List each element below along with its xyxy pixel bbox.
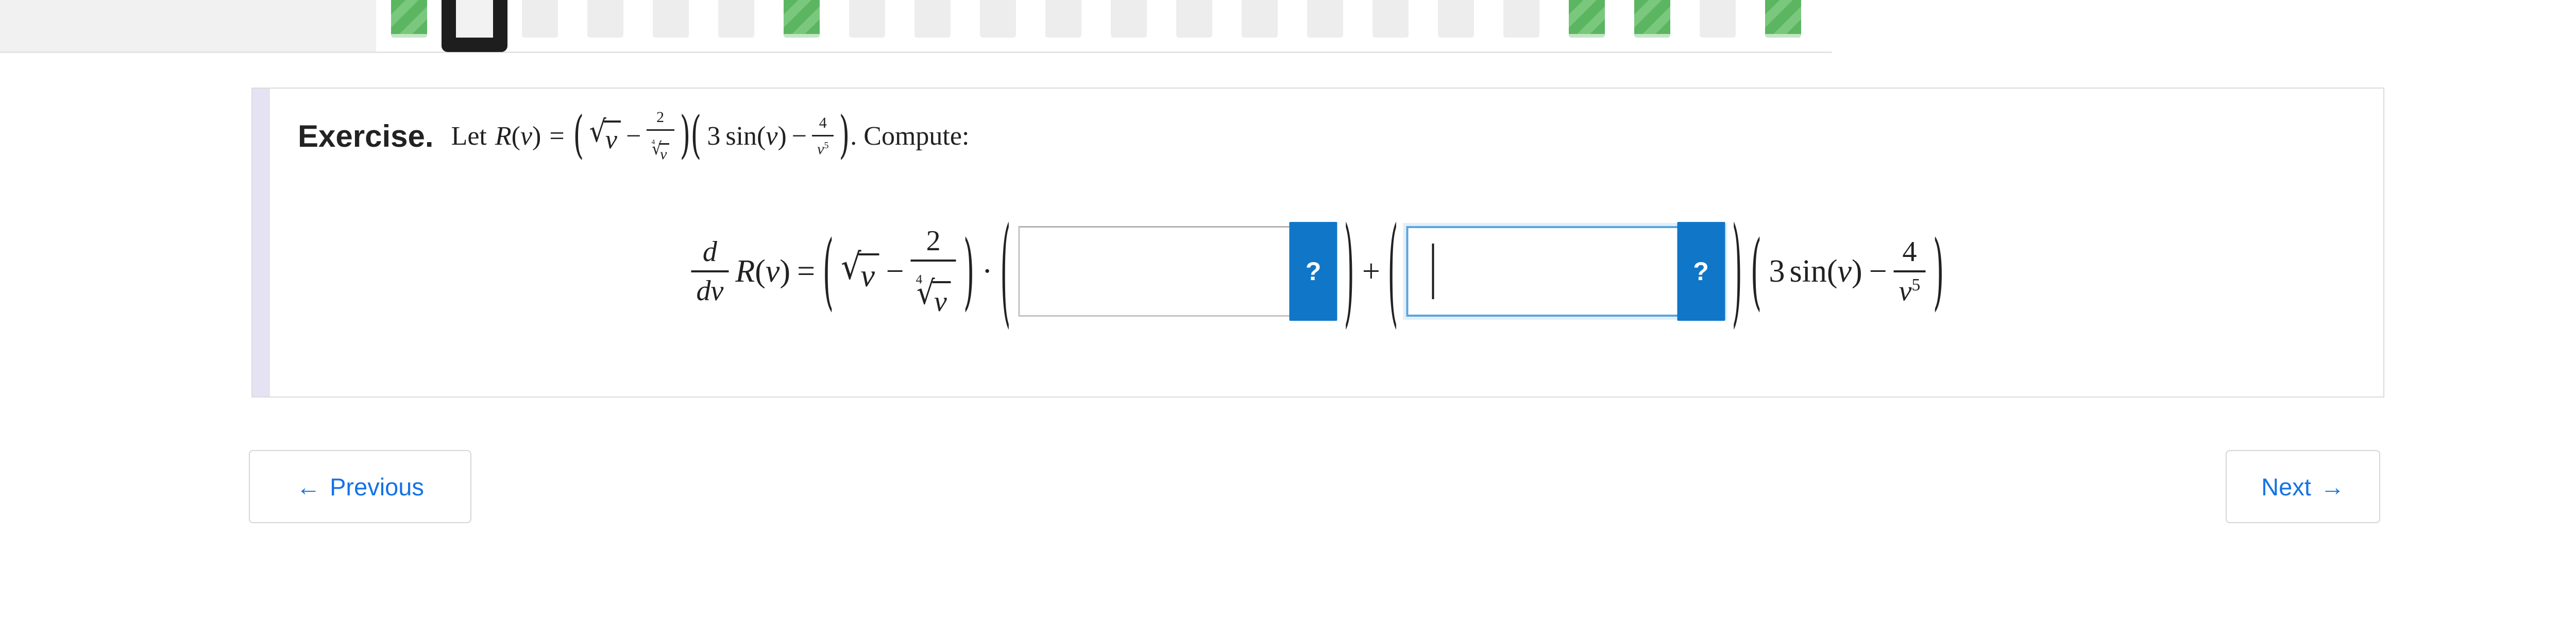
exercise-label: Exercise. (298, 118, 434, 153)
open-paren: ( (1388, 201, 1398, 340)
open-paren: ( (822, 221, 834, 320)
progress-square-todo[interactable] (914, 0, 951, 38)
progress-square-current[interactable] (442, 0, 507, 52)
plus-sign: + (1362, 253, 1380, 289)
progress-bar (0, 0, 1832, 53)
open-paren: ( (1000, 201, 1011, 340)
exercise-card: Exercise. Let R(v) = ( √v − 2 4√v ) ( 3 … (251, 88, 2384, 398)
answer-field-1[interactable] (1018, 226, 1336, 317)
progress-square-done[interactable] (1765, 0, 1801, 38)
arrow-right-icon: → (2320, 473, 2345, 501)
progress-square-done[interactable] (391, 0, 427, 38)
close-paren: ) (1732, 201, 1742, 340)
progress-square-todo[interactable] (522, 0, 558, 38)
open-paren: ( (691, 106, 702, 165)
text-cursor (1432, 244, 1434, 299)
progress-square-todo[interactable] (1307, 0, 1343, 38)
progress-square-todo[interactable] (1438, 0, 1474, 38)
answer-input-1: ? (1018, 222, 1337, 321)
progress-square-done[interactable] (784, 0, 820, 38)
progress-square-todo[interactable] (1111, 0, 1147, 38)
exercise-statement: Exercise. Let R(v) = ( √v − 2 4√v ) ( 3 … (298, 106, 970, 165)
d-over-dv: d dv (691, 237, 729, 305)
help-button-2[interactable]: ? (1677, 222, 1725, 321)
progress-square-done[interactable] (1634, 0, 1670, 38)
progress-square-todo[interactable] (1700, 0, 1736, 38)
previous-button-label: Previous (330, 473, 424, 501)
progress-square-todo[interactable] (1372, 0, 1409, 38)
close-paren: ) (680, 106, 690, 165)
answer-field-2[interactable] (1406, 226, 1724, 317)
multiplication-dot: · (981, 253, 993, 289)
open-paren: ( (573, 106, 584, 165)
arrow-left-icon: ← (296, 473, 321, 501)
close-paren: ) (839, 106, 850, 165)
progress-square-todo[interactable] (1242, 0, 1278, 38)
progress-bar-filler (0, 0, 376, 51)
progress-square-todo[interactable] (849, 0, 885, 38)
fraction-2-over-4th-root-v: 2 4√v (646, 110, 674, 162)
open-paren: ( (1750, 221, 1762, 320)
next-button-label: Next (2261, 473, 2311, 501)
derivative-equation: d dv R(v) = ( √v − 2 4√v ) · ( ? ) + ( ?… (691, 211, 1944, 330)
progress-square-todo[interactable] (1503, 0, 1539, 38)
next-button[interactable]: Next → (2226, 450, 2380, 523)
fraction-4-over-v5: 4 v5 (1893, 237, 1926, 305)
close-paren: ) (1344, 201, 1354, 340)
progress-square-todo[interactable] (653, 0, 689, 38)
answer-input-2: ? (1406, 222, 1725, 321)
statement-let: Let (451, 121, 487, 151)
close-paren: ) (963, 221, 975, 320)
previous-button[interactable]: ← Previous (249, 450, 471, 523)
progress-square-todo[interactable] (980, 0, 1016, 38)
progress-square-todo[interactable] (1176, 0, 1212, 38)
fraction-4-over-v5: 4 v5 (812, 115, 834, 157)
fraction-2-over-4th-root-v: 2 4√v (910, 227, 956, 316)
card-accent-bar (252, 89, 270, 396)
progress-square-todo[interactable] (718, 0, 754, 38)
help-button-1[interactable]: ? (1289, 222, 1337, 321)
progress-square-todo[interactable] (1045, 0, 1081, 38)
progress-square-done[interactable] (1569, 0, 1605, 38)
close-paren: ) (1933, 221, 1944, 320)
progress-square-todo[interactable] (587, 0, 623, 38)
sqrt-v: √v (589, 117, 621, 153)
progress-square-current-inner (456, 0, 493, 38)
sqrt-v: √v (841, 249, 879, 292)
